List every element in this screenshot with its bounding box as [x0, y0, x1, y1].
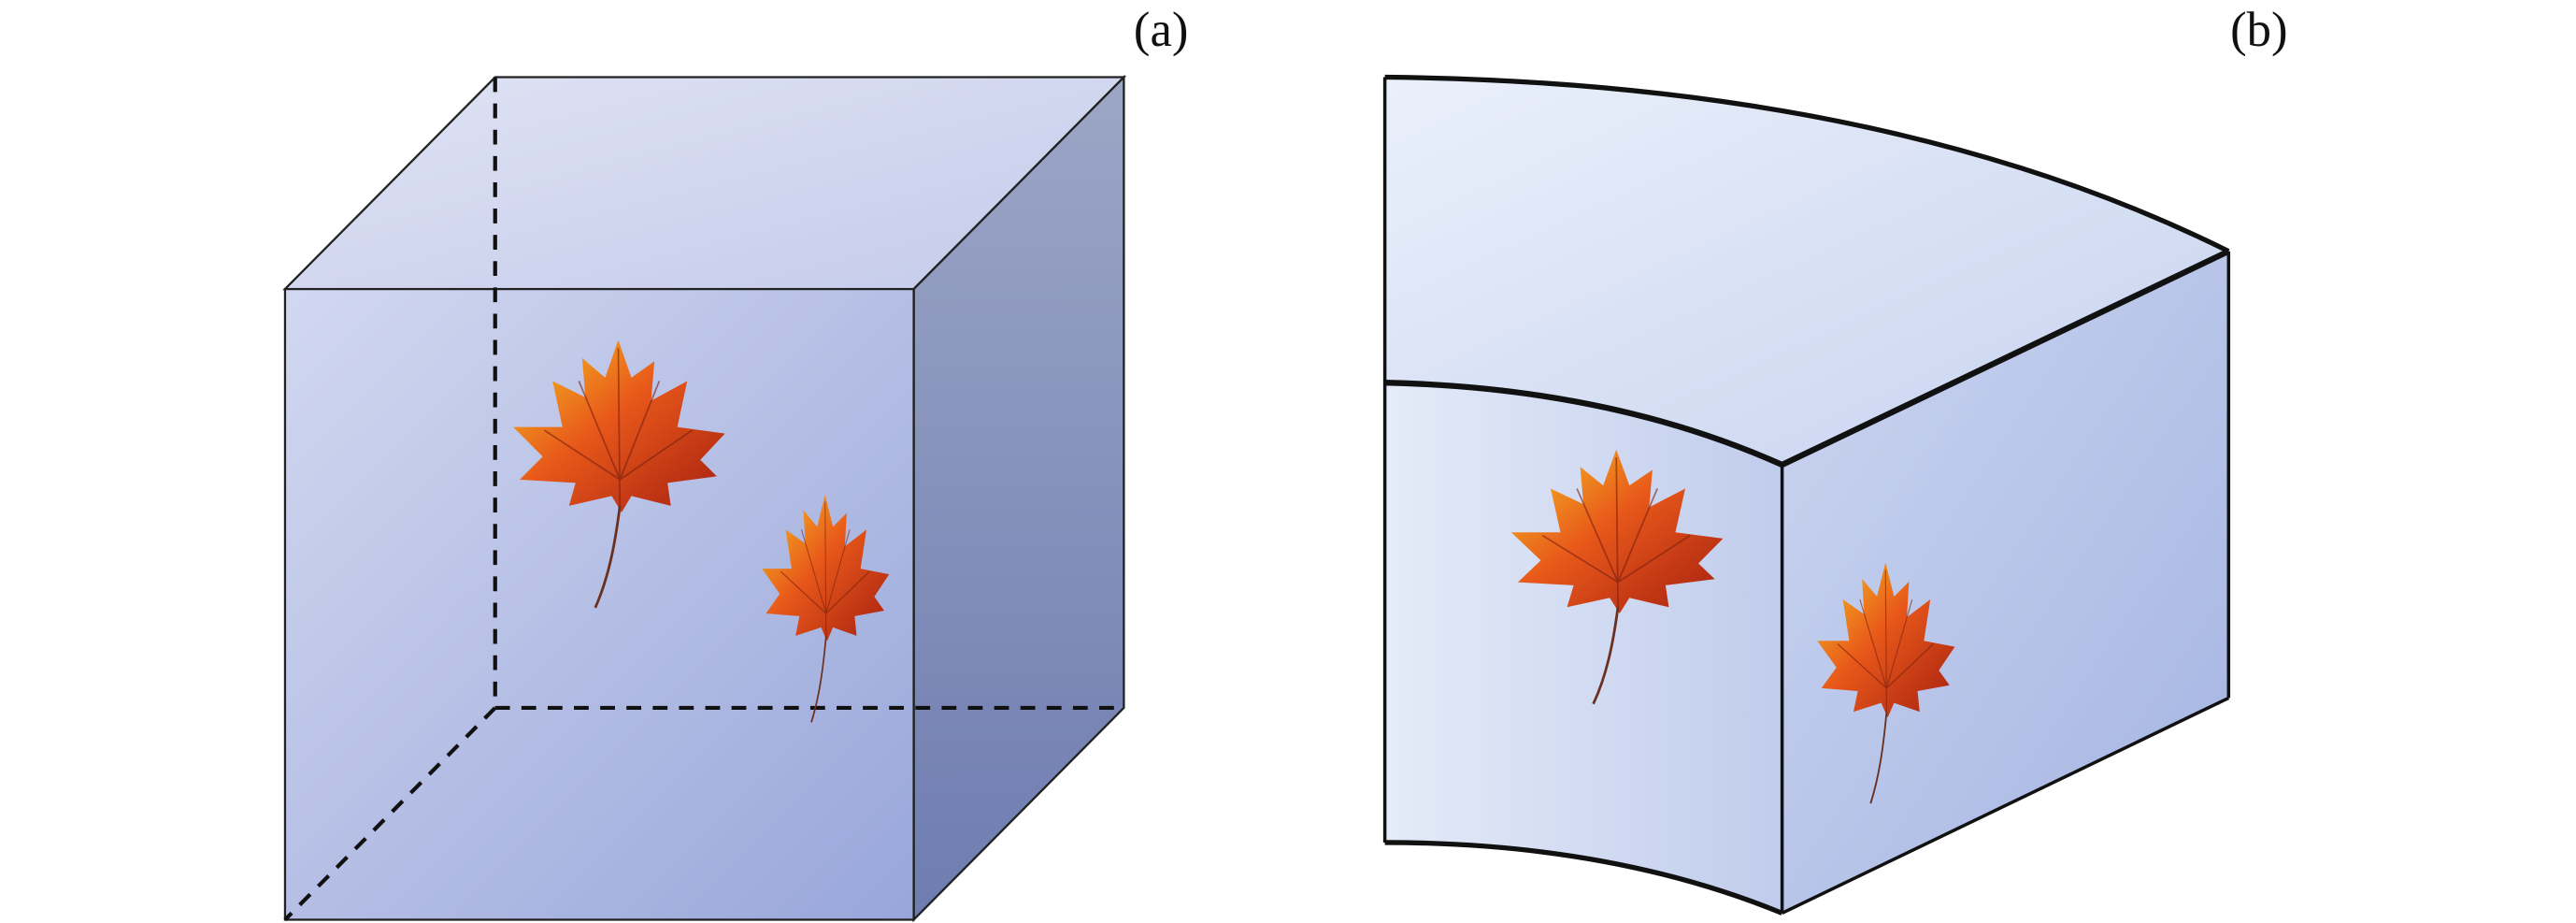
sector-front-face: [1384, 382, 1782, 914]
panel-a-cube: (a): [282, 3, 1188, 923]
panel-label-a: (a): [1134, 3, 1188, 57]
panel-label-b: (b): [2230, 3, 2287, 57]
sector-side-face: [1782, 251, 2229, 914]
hidden-edges: [283, 77, 1124, 921]
panel-b-sector: (b): [1382, 3, 2287, 916]
sector-top-face: [1384, 77, 2229, 466]
